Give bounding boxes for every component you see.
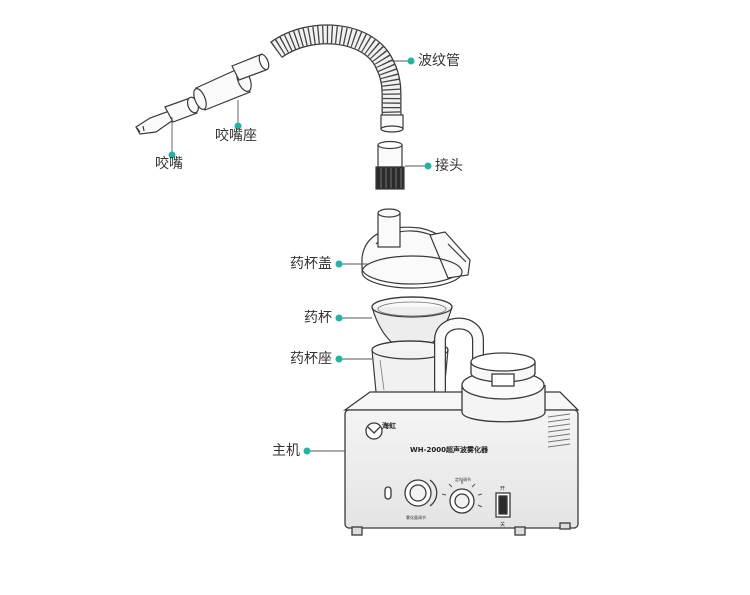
device-brand: 海虹 (382, 421, 396, 430)
dot-mouthpiece-base (234, 122, 242, 130)
dot-corrugated-tube (407, 57, 415, 65)
label-cup-lid: 药杯盖 (290, 256, 332, 272)
dot-mouthpiece (168, 151, 176, 159)
mouthpiece-base-part (193, 53, 270, 111)
label-corrugated-tube: 波纹管 (418, 53, 460, 69)
knob-right-label: 定时调节 (455, 476, 471, 482)
cup-part (371, 296, 453, 353)
device-model: WH-2000超声波雾化器 (410, 445, 489, 454)
dot-main-unit (303, 447, 311, 455)
cup-seat-part (371, 340, 449, 399)
label-main-unit: 主机 (272, 443, 300, 459)
label-connector: 接头 (435, 158, 463, 174)
corrugated-tube-part (270, 24, 404, 133)
label-cup-seat: 药杯座 (290, 351, 332, 367)
connector-part (375, 140, 405, 190)
cup-lid-part (361, 208, 471, 289)
switch-on-label: 开 (500, 486, 505, 492)
label-mouthpiece-base: 咬嘴座 (215, 128, 257, 144)
dot-cup-seat (335, 355, 343, 363)
label-mouthpiece: 咬嘴 (155, 156, 183, 172)
dot-cup (335, 314, 343, 322)
dot-connector (424, 162, 432, 170)
dot-cup-lid (335, 260, 343, 268)
mouthpiece-part (135, 96, 200, 135)
label-cup: 药杯 (304, 310, 332, 326)
switch-off-label: 关 (500, 521, 505, 528)
main-unit-part (342, 317, 580, 536)
label-dots (168, 57, 432, 455)
knob-left-label: 雾化量调节 (406, 514, 426, 520)
